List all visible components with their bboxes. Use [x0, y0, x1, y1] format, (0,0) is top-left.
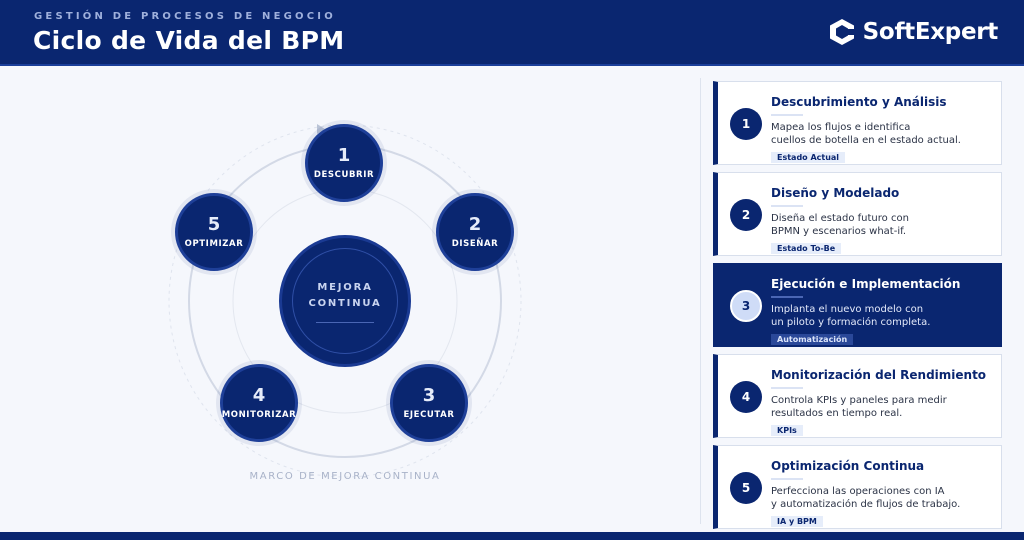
header-bar: GESTIÓN DE PROCESOS DE NEGOCIO Ciclo de …: [0, 0, 1024, 66]
step-description-line: Controla KPIs y paneles para medir: [771, 395, 947, 406]
center-inner-ring: [292, 248, 398, 354]
step-title: Optimización Continua: [771, 459, 925, 473]
step-number-badge: 5: [730, 472, 762, 504]
step-card-optimization[interactable]: 5 Optimización Continua Perfecciona las …: [713, 445, 1002, 529]
step-description-line: Diseña el estado futuro con: [771, 213, 909, 224]
step-title-rule: [771, 205, 803, 207]
step-number-badge: 1: [730, 108, 762, 140]
brand-name: SoftExpert: [862, 19, 999, 45]
step-description: Controla KPIs y paneles para medir resul…: [771, 394, 999, 420]
step-description: Mapea los flujos e identifica cuellos de…: [771, 121, 999, 147]
panel-divider: [700, 78, 701, 524]
step-title-rule: [771, 296, 803, 298]
step-card-monitoring[interactable]: 4 Monitorización del Rendimiento Control…: [713, 354, 1002, 438]
step-tag: IA y BPM: [771, 516, 823, 527]
node-discover[interactable]: 1 DESCUBRIR: [305, 124, 383, 202]
step-card-execution[interactable]: 3 Ejecución e Implementación Implanta el…: [713, 263, 1002, 347]
page-title: Ciclo de Vida del BPM: [33, 26, 345, 55]
step-description: Diseña el estado futuro con BPMN y escen…: [771, 212, 999, 238]
step-title: Diseño y Modelado: [771, 186, 900, 200]
center-hub: MEJORA CONTINUA: [279, 235, 411, 367]
step-description-line: cuellos de botella en el estado actual.: [771, 135, 961, 146]
node-label: OPTIMIZAR: [184, 239, 244, 249]
node-label: EJECUTAR: [403, 410, 455, 420]
brand-logo: SoftExpert: [827, 17, 998, 47]
step-tag: Estado To-Be: [771, 243, 842, 254]
step-tag: KPIs: [771, 425, 803, 436]
hexagon-logo-icon: [829, 19, 856, 45]
step-description-line: Perfecciona las operaciones con IA: [771, 486, 945, 497]
node-number: 4: [252, 385, 266, 406]
frame-caption: MARCO DE MEJORA CONTINUA: [249, 471, 441, 482]
step-title: Descubrimiento y Análisis: [771, 95, 947, 109]
node-label: DISEÑAR: [451, 239, 499, 249]
step-description-line: Mapea los flujos e identifica: [771, 122, 911, 133]
footer-bar: [0, 532, 1024, 540]
node-number: 2: [468, 214, 482, 235]
node-design[interactable]: 2 DISEÑAR: [436, 193, 514, 271]
node-monitor[interactable]: 4 MONITORIZAR: [220, 364, 298, 442]
header-eyebrow: GESTIÓN DE PROCESOS DE NEGOCIO: [34, 11, 336, 22]
step-number-badge: 2: [730, 199, 762, 231]
step-title: Ejecución e Implementación: [771, 277, 961, 291]
step-card-discovery[interactable]: 1 Descubrimiento y Análisis Mapea los fl…: [713, 81, 1002, 165]
node-number: 1: [337, 145, 351, 166]
step-tag: Automatización: [771, 334, 854, 345]
lifecycle-diagram: MEJORA CONTINUA 1 DESCUBRIR 2 DISEÑAR 3 …: [0, 68, 690, 532]
node-label: DESCUBRIR: [313, 170, 375, 180]
node-number: 3: [422, 385, 436, 406]
step-tag: Estado Actual: [771, 152, 846, 163]
node-label: MONITORIZAR: [221, 410, 297, 420]
step-number-badge: 3: [730, 290, 762, 322]
step-description-line: Implanta el nuevo modelo con: [771, 304, 924, 315]
step-description-line: y automatización de flujos de trabajo.: [771, 499, 961, 510]
step-description-line: BPMN y escenarios what-if.: [771, 226, 907, 237]
step-title: Monitorización del Rendimiento: [771, 368, 987, 382]
node-number: 5: [207, 214, 221, 235]
step-description-line: resultados en tiempo real.: [771, 408, 903, 419]
step-number-badge: 4: [730, 381, 762, 413]
step-card-design[interactable]: 2 Diseño y Modelado Diseña el estado fut…: [713, 172, 1002, 256]
step-description-line: un piloto y formación completa.: [771, 317, 931, 328]
step-description: Perfecciona las operaciones con IA y aut…: [771, 485, 999, 511]
node-optimize[interactable]: 5 OPTIMIZAR: [175, 193, 253, 271]
step-title-rule: [771, 114, 803, 116]
step-title-rule: [771, 478, 803, 480]
step-description: Implanta el nuevo modelo con un piloto y…: [771, 303, 999, 329]
step-title-rule: [771, 387, 803, 389]
node-execute[interactable]: 3 EJECUTAR: [390, 364, 468, 442]
